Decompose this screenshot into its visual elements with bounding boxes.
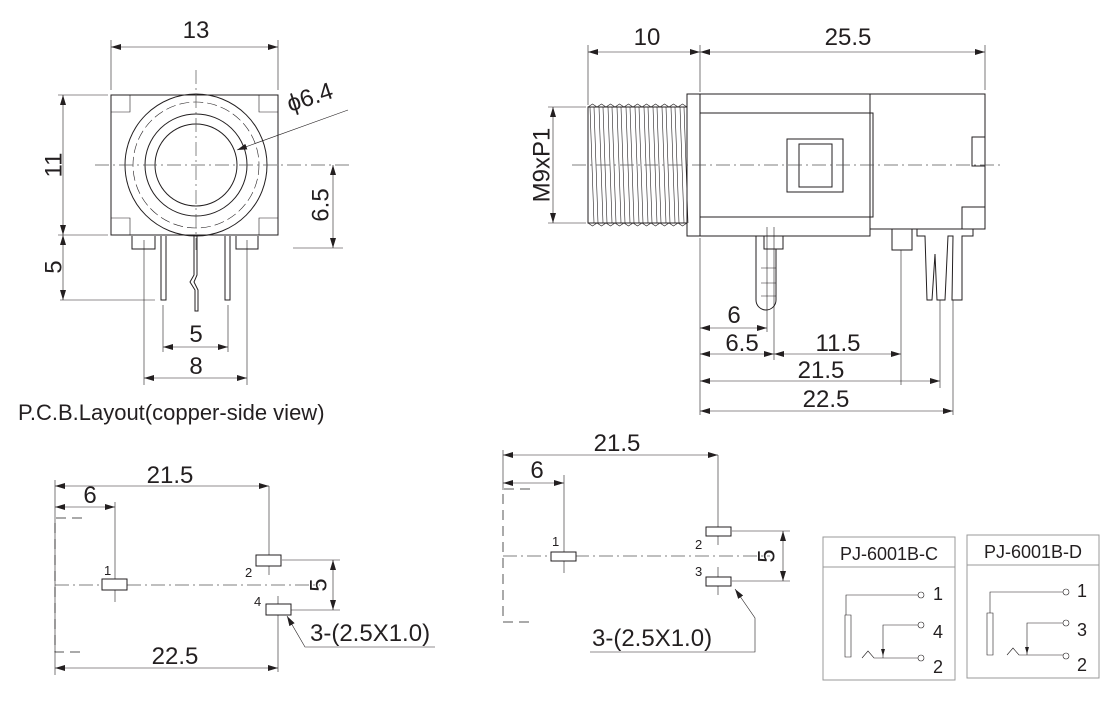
dim-11-5: 11.5 xyxy=(816,330,861,357)
pcb-layout-c: 1 2 4 21.5 6 5 22.5 3-(2.5X1.0) xyxy=(54,462,435,675)
dim-6: 6 xyxy=(727,302,740,329)
dim-5: 5 xyxy=(305,578,332,591)
pad-4 xyxy=(265,603,292,616)
dim-pin-length: 5 xyxy=(40,260,67,273)
rear-tab xyxy=(891,229,913,251)
dim-pin-spacing-outer: 8 xyxy=(189,353,202,380)
dim-21-5: 21.5 xyxy=(147,462,194,489)
pad-3 xyxy=(705,576,732,587)
pcb-layout-d: 1 2 3 21.5 6 5 3-(2.5X1.0) xyxy=(502,430,790,653)
schematic-title: PJ-6001B-C xyxy=(840,544,938,564)
dim-height: 11 xyxy=(40,153,67,178)
pin-label: 1 xyxy=(1077,581,1087,601)
pin-label: 1 xyxy=(933,584,943,604)
pin-label: 3 xyxy=(1077,620,1087,640)
thread-line xyxy=(587,103,688,108)
front-pin xyxy=(755,236,784,311)
center-pin xyxy=(189,236,199,312)
dim-center-height: 6.5 xyxy=(307,188,334,221)
side-view: 10 25.5 M9xP1 6 6.5 11.5 21.5 22.5 xyxy=(528,24,1002,415)
pad-2 xyxy=(705,526,732,537)
pcb-layout-title: P.C.B.Layout(copper-side view) xyxy=(18,400,325,425)
dim-21-5: 21.5 xyxy=(798,357,845,384)
dim-22-5: 22.5 xyxy=(152,643,199,670)
mounting-tabs xyxy=(131,236,259,250)
pad-label: 1 xyxy=(552,534,559,549)
thread-spec: M9xP1 xyxy=(528,128,555,203)
pad-1 xyxy=(101,578,128,591)
pad-label: 2 xyxy=(695,537,702,552)
dim-6-5: 6.5 xyxy=(725,330,758,357)
pad-note: 3-(2.5X1.0) xyxy=(592,625,712,652)
pad-1 xyxy=(550,551,577,562)
side-pins xyxy=(160,236,231,301)
dim-21-5: 21.5 xyxy=(594,430,641,457)
pin-label: 4 xyxy=(933,622,943,642)
pad-label: 2 xyxy=(245,565,252,580)
switch-window xyxy=(786,138,844,193)
dim-diameter: ϕ6.4 xyxy=(284,78,337,118)
rear-pins xyxy=(916,229,974,301)
pad-label: 3 xyxy=(695,564,702,579)
dim-thread-length: 10 xyxy=(634,24,661,51)
thread-line xyxy=(587,222,688,227)
dim-width: 13 xyxy=(183,17,210,44)
dim-pin-spacing-inner: 5 xyxy=(189,321,202,348)
corner-marks xyxy=(111,95,278,235)
pad-2 xyxy=(255,554,282,567)
dim-22-5: 22.5 xyxy=(803,386,850,413)
pin-label: 2 xyxy=(933,657,943,677)
schematic-title: PJ-6001B-D xyxy=(984,542,1082,562)
pin-label: 2 xyxy=(1077,655,1087,675)
body-rear-section xyxy=(870,93,986,230)
schematic-pj-6001b-c: PJ-6001B-C 1 4 2 xyxy=(822,536,956,681)
pad-label: 4 xyxy=(254,594,261,609)
jack-body-front xyxy=(110,94,279,236)
schematic-pj-6001b-d: PJ-6001B-D 1 3 2 xyxy=(966,534,1100,679)
front-view: 13 ϕ6.4 11 5 6.5 5 8 xyxy=(40,17,352,385)
dim-5: 5 xyxy=(753,549,780,562)
dim-6: 6 xyxy=(83,482,96,509)
dim-6: 6 xyxy=(530,457,543,484)
pad-note: 3-(2.5X1.0) xyxy=(310,620,430,647)
dim-body-length: 25.5 xyxy=(825,24,872,51)
pad-label: 1 xyxy=(104,563,111,578)
